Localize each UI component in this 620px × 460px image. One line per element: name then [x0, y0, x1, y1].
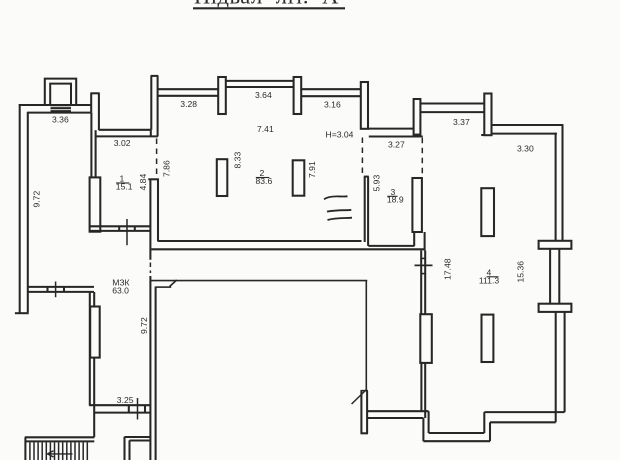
- svg-text:9.72: 9.72: [32, 191, 42, 208]
- svg-text:3: 3: [391, 187, 396, 197]
- svg-text:МЗК: МЗК: [112, 278, 129, 288]
- svg-text:3.25: 3.25: [117, 395, 134, 405]
- svg-text:8.33: 8.33: [233, 152, 243, 169]
- svg-text:15.36: 15.36: [516, 261, 526, 283]
- svg-text:2: 2: [260, 168, 265, 178]
- svg-text:7.91: 7.91: [307, 161, 317, 178]
- svg-text:18.9: 18.9: [387, 195, 404, 205]
- svg-text:3.36: 3.36: [52, 115, 69, 125]
- svg-text:3.64: 3.64: [255, 90, 272, 100]
- svg-text:3.37: 3.37: [453, 117, 470, 127]
- svg-text:9.72: 9.72: [139, 317, 149, 334]
- svg-text:3.16: 3.16: [324, 100, 341, 110]
- svg-text:4.84: 4.84: [138, 174, 148, 191]
- svg-text:63.0: 63.0: [112, 286, 129, 296]
- svg-text:3.27: 3.27: [388, 139, 405, 149]
- svg-text:5.93: 5.93: [372, 175, 382, 192]
- svg-text:Підвал літ. А: Підвал літ. А: [194, 0, 339, 9]
- svg-text:3.28: 3.28: [180, 99, 197, 109]
- svg-text:3.02: 3.02: [114, 138, 131, 148]
- svg-text:Н=3.04: Н=3.04: [326, 130, 354, 140]
- svg-text:83.6: 83.6: [256, 176, 273, 186]
- svg-text:3.30: 3.30: [517, 144, 534, 154]
- svg-text:15.1: 15.1: [116, 181, 133, 191]
- svg-text:4: 4: [487, 267, 492, 277]
- svg-text:7.41: 7.41: [257, 124, 274, 134]
- svg-text:111.3: 111.3: [479, 275, 499, 285]
- svg-text:17.48: 17.48: [443, 258, 453, 280]
- svg-text:7.86: 7.86: [162, 160, 172, 177]
- svg-text:1: 1: [120, 174, 125, 184]
